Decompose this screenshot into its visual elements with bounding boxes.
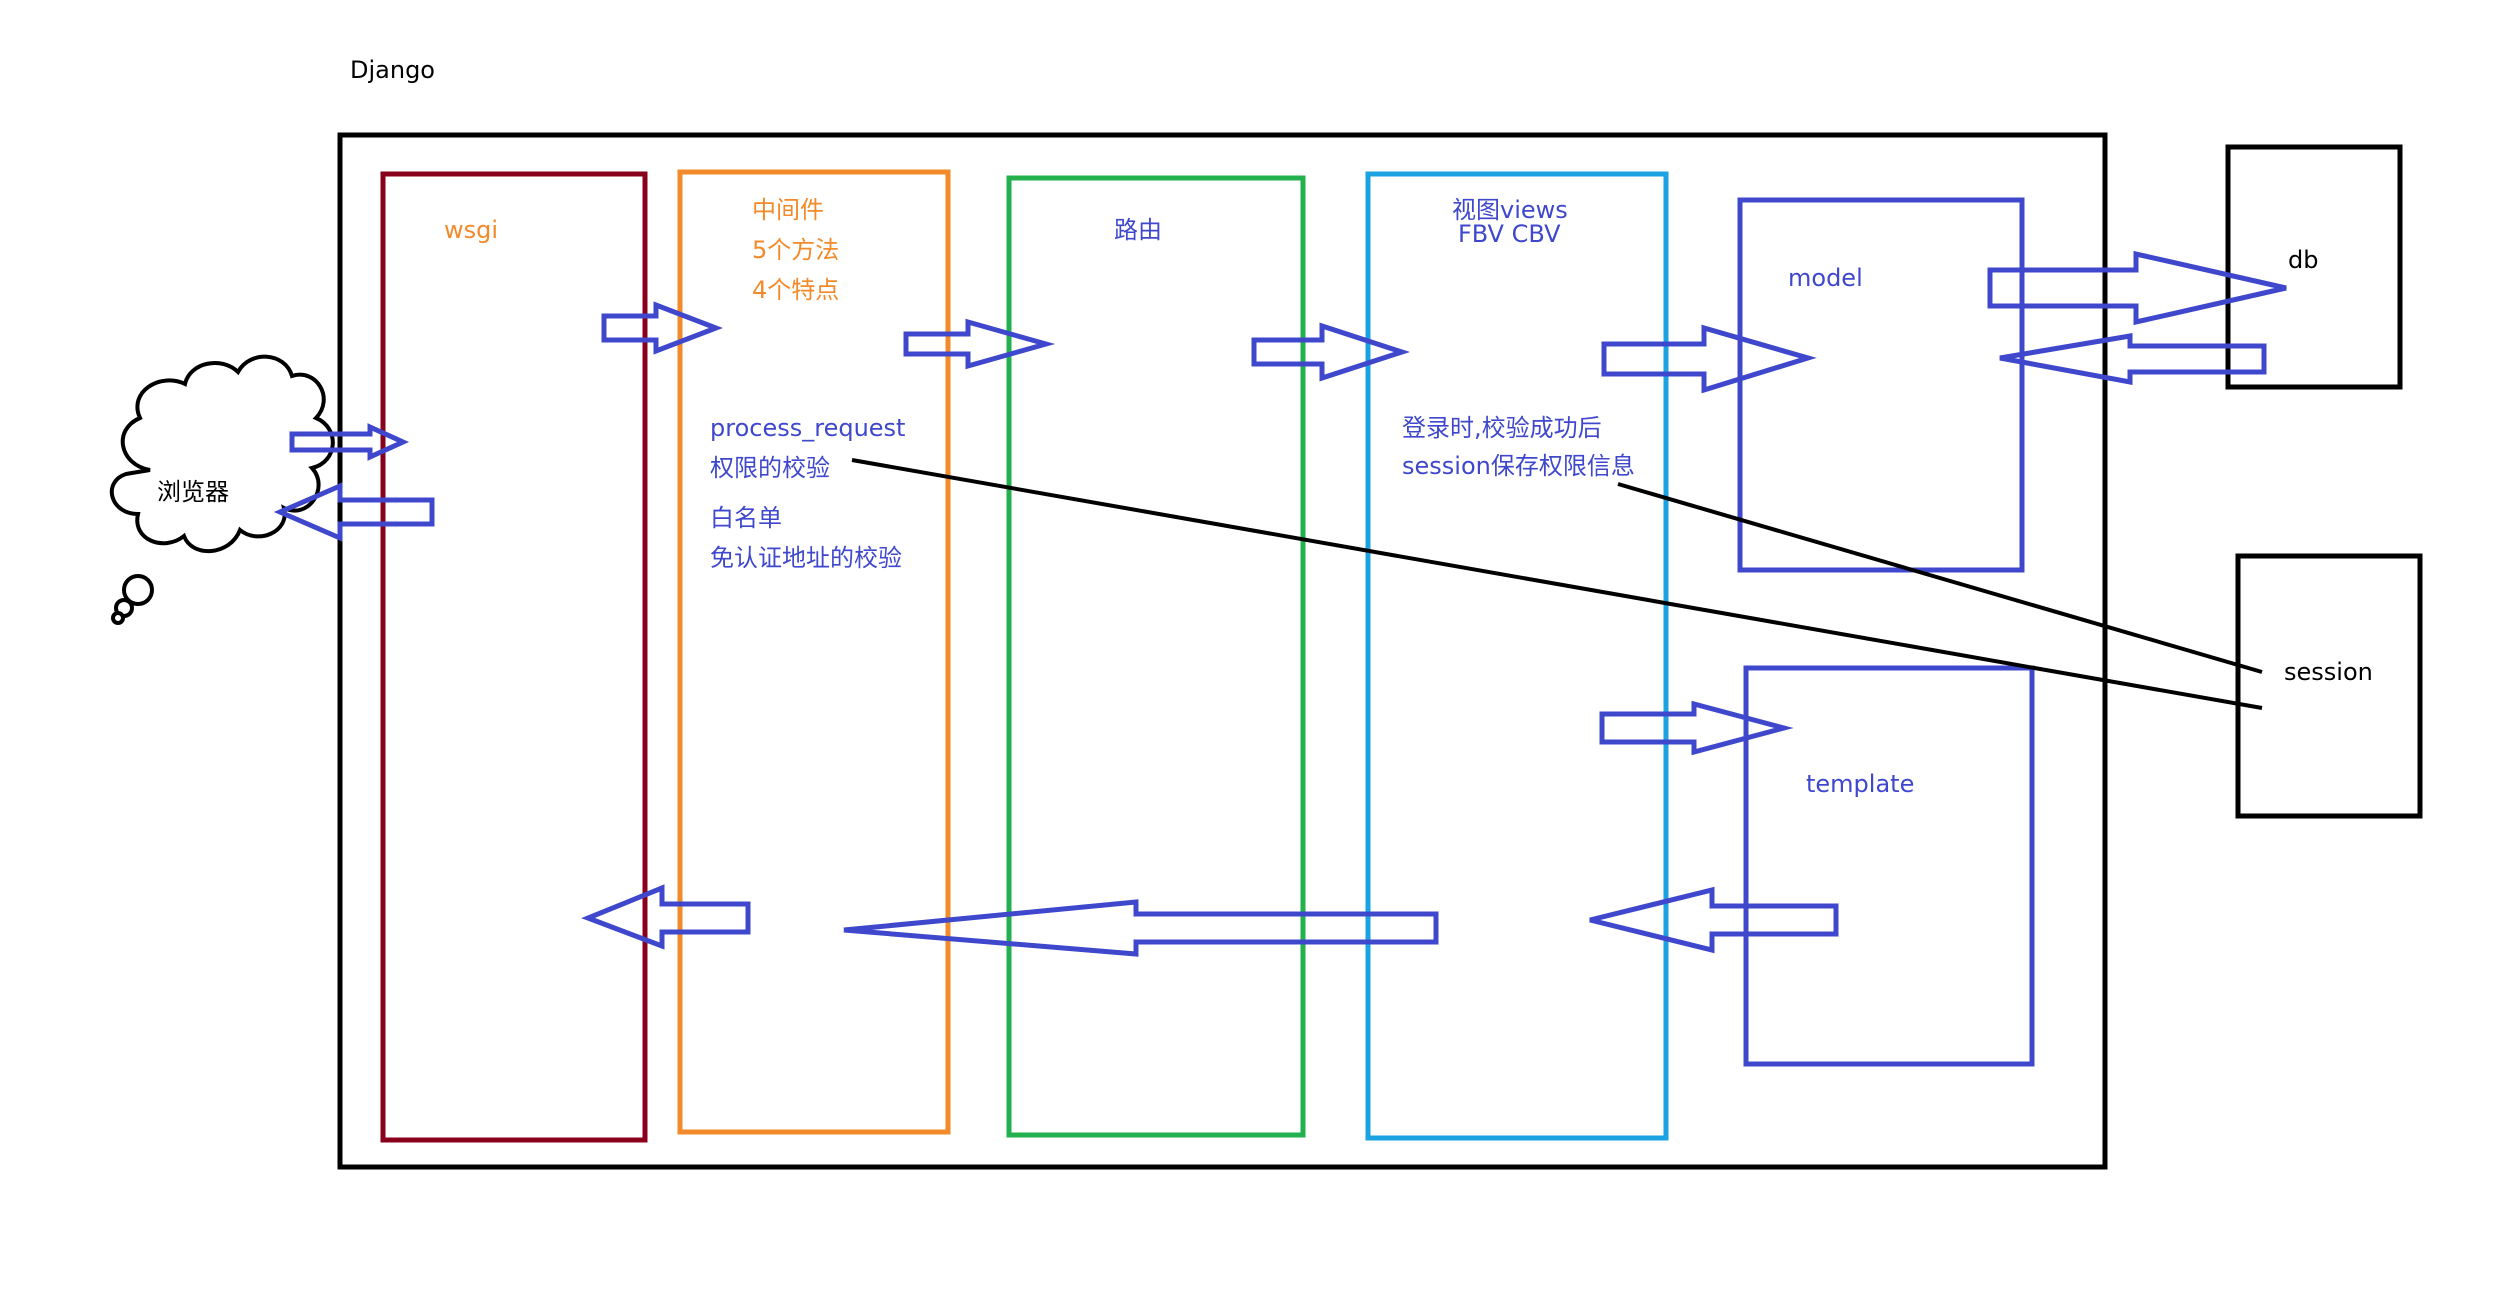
middleware-title: 中间件 — [752, 196, 824, 224]
middleware-methods: 5个方法 — [752, 236, 840, 264]
middleware-to-routing-arrow — [903, 318, 1056, 370]
wsgi-to-browser-arrow — [273, 482, 435, 542]
wsgi-to-middleware-arrow — [601, 301, 723, 355]
template-label: template — [1806, 770, 1915, 798]
views-to-template-arrow — [1599, 700, 1794, 756]
whitelist-label: 白名单 — [710, 504, 782, 532]
views-to-middleware-arrow — [843, 899, 1439, 957]
wsgi-box — [380, 171, 648, 1143]
views-to-session-line — [1617, 482, 2263, 674]
diagram-title: Django — [350, 56, 435, 84]
views-subtitle: FBV CBV — [1458, 220, 1561, 248]
wsgi-label: wsgi — [444, 216, 499, 244]
django-frame — [337, 132, 2108, 1170]
template-to-views-arrow — [1589, 886, 1839, 954]
browser-to-wsgi-arrow — [289, 423, 410, 461]
db-label: db — [2288, 246, 2319, 274]
db-to-model-arrow — [1999, 333, 2267, 386]
permission-check-label: 权限的校验 — [710, 454, 830, 482]
routing-to-views-arrow — [1251, 322, 1411, 382]
session-note-label: session保存权限信息 — [1402, 452, 1635, 480]
browser-label: 浏览器 — [157, 478, 229, 506]
login-note-label: 登录时,校验成功后 — [1402, 414, 1602, 442]
middleware-features: 4个特点 — [752, 276, 840, 304]
middleware-to-wsgi-arrow — [581, 884, 751, 950]
session-box — [2235, 553, 2423, 819]
model-box — [1737, 197, 2025, 573]
session-label: session — [2284, 658, 2373, 686]
browser-cloud — [109, 354, 335, 625]
model-to-db-arrow — [1987, 250, 2287, 326]
middleware-box — [677, 169, 951, 1135]
views-title: 视图views — [1452, 196, 1568, 224]
routing-label: 路由 — [1114, 216, 1162, 244]
permission-to-session-line — [851, 458, 2263, 710]
db-box — [2225, 144, 2403, 390]
whitelist-desc-label: 免认证地址的校验 — [710, 544, 902, 572]
process-request-label: process_request — [710, 414, 906, 442]
routing-box — [1006, 175, 1306, 1138]
template-box — [1743, 665, 2035, 1067]
model-label: model — [1788, 264, 1863, 292]
views-to-model-arrow — [1601, 324, 1817, 394]
views-box — [1365, 171, 1669, 1141]
